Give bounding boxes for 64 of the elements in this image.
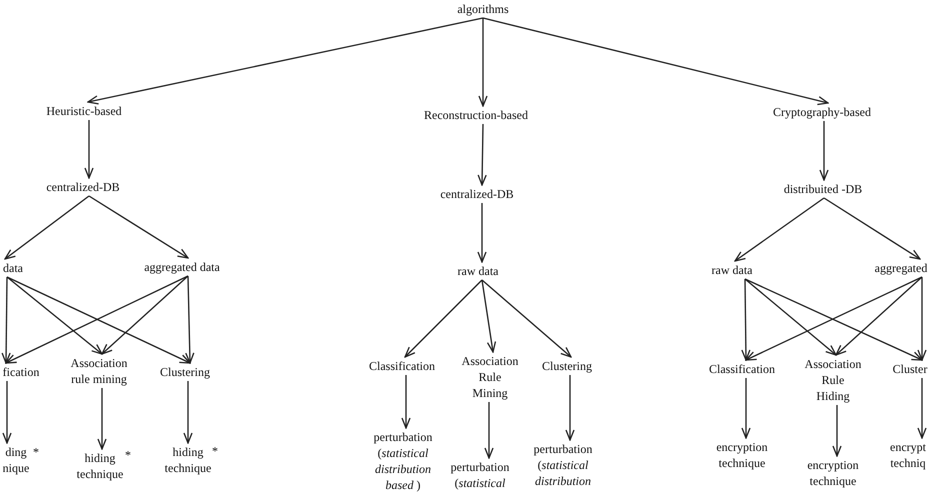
footnote-mark: * [33, 445, 39, 459]
arrow [741, 378, 751, 439]
node-label: encryption technique [805, 456, 861, 490]
node-label: Classification [707, 360, 777, 378]
node-label: perturbation (statistical distribution [530, 440, 596, 490]
arrow [6, 276, 103, 355]
node-label: Reconstruction-based [422, 106, 530, 124]
footnote-mark: * [125, 448, 131, 462]
arrow [824, 197, 921, 260]
node-label: Classification [367, 357, 437, 375]
arrow [478, 124, 487, 186]
arrow [401, 375, 411, 429]
node-label: distribuited -DB [782, 180, 864, 198]
arrow [477, 203, 487, 263]
arrow [741, 279, 751, 361]
node-label: Clustering [158, 363, 212, 381]
node-label: encrypt techniq [887, 438, 929, 472]
arrow [734, 197, 824, 262]
arrow [404, 280, 482, 358]
footnote-mark: * [212, 444, 218, 458]
arrow [101, 276, 188, 355]
node-label: Cluster [890, 360, 930, 378]
node-label: hiding technique [74, 449, 126, 483]
arrow [185, 276, 194, 364]
arrow [97, 388, 107, 450]
node-label: raw data [710, 261, 754, 279]
arrow [84, 120, 94, 179]
arrow [2, 381, 12, 444]
node-label: Heuristic-based [44, 102, 124, 120]
node-label: data [1, 259, 25, 277]
arrow [482, 280, 572, 358]
node-label: perturbation (statistical [447, 458, 513, 492]
arrow [832, 405, 842, 457]
arrow [88, 195, 189, 259]
node-label: fication [0, 363, 42, 381]
arrow [484, 402, 494, 459]
node-label: raw data [456, 262, 500, 280]
node-label: centralized-DB [438, 185, 516, 203]
node-label: ding nique [0, 443, 32, 477]
arrow [481, 280, 496, 353]
arrow [819, 121, 829, 181]
node-label: Association rule mining [66, 354, 132, 388]
node-label: aggregated data [142, 258, 222, 276]
node-label: Clustering [540, 357, 594, 375]
node-label: aggregated [872, 259, 930, 277]
arrow [478, 18, 488, 107]
node-label: Cryptography-based [771, 103, 873, 121]
arrow [482, 17, 829, 106]
arrow [744, 278, 837, 356]
arrow [835, 276, 922, 356]
arrow [4, 195, 90, 260]
arrow [87, 17, 484, 104]
node-label: Association Rule Hiding [802, 355, 864, 405]
node-label: algorithms [455, 0, 511, 18]
arrow [917, 378, 927, 439]
node-label: encryption technique [714, 438, 770, 472]
arrow [183, 381, 193, 444]
node-label: centralized-DB [44, 178, 122, 196]
node-label: perturbation (statistical distribution based ) [370, 428, 436, 492]
arrow [917, 277, 927, 361]
node-label: Association Rule Mining [460, 352, 520, 402]
arrow [565, 375, 575, 441]
arrow [1, 277, 11, 364]
node-label: hiding technique [162, 443, 214, 477]
